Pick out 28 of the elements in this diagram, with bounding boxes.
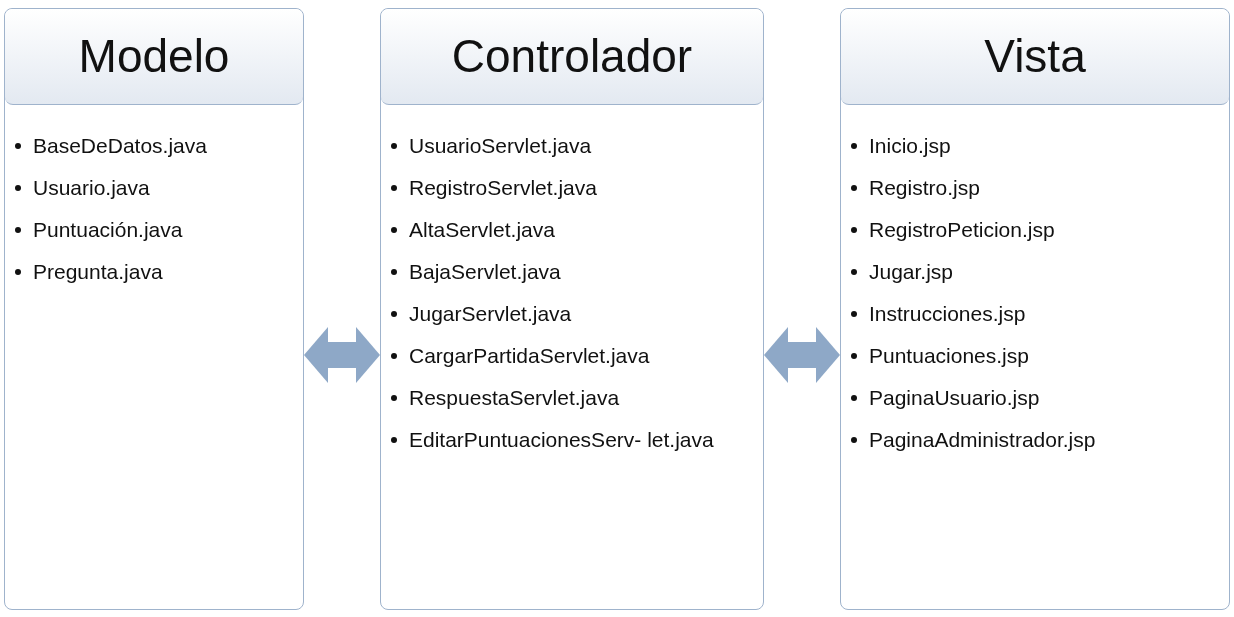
file-name: RegistroServlet.java — [409, 175, 597, 200]
column-panel — [380, 8, 764, 610]
file-name: BaseDeDatos.java — [33, 133, 207, 158]
file-name: Usuario.java — [33, 175, 150, 200]
file-name: UsuarioServlet.java — [409, 133, 592, 158]
file-name: Registro.jsp — [869, 175, 980, 200]
file-name: Jugar.jsp — [869, 259, 954, 284]
double-block-arrow — [304, 327, 380, 383]
file-name: Pregunta.java — [33, 259, 163, 284]
file-name: PaginaUsuario.jsp — [869, 385, 1040, 410]
file-name: RespuestaServlet.java — [409, 385, 620, 410]
file-name: Puntuación.java — [33, 217, 183, 242]
double-block-arrow — [764, 327, 840, 383]
column-title: Controlador — [451, 29, 693, 84]
file-name: PaginaAdministrador.jsp — [869, 427, 1096, 452]
file-name: JugarServlet.java — [409, 301, 572, 326]
column-title: Modelo — [78, 29, 230, 84]
file-name: BajaServlet.java — [409, 259, 561, 284]
file-name: Instrucciones.jsp — [869, 301, 1026, 326]
file-name: CargarPartidaServlet.java — [409, 343, 650, 368]
column-panel — [840, 8, 1230, 610]
file-name: RegistroPeticion.jsp — [869, 217, 1055, 242]
column-title: Vista — [984, 29, 1086, 84]
file-name: AltaServlet.java — [409, 217, 555, 242]
column-panel — [4, 8, 304, 610]
file-name: Inicio.jsp — [869, 133, 951, 158]
file-name: EditarPuntuacionesServ- let.java — [409, 427, 714, 452]
file-name: Puntuaciones.jsp — [869, 343, 1029, 368]
